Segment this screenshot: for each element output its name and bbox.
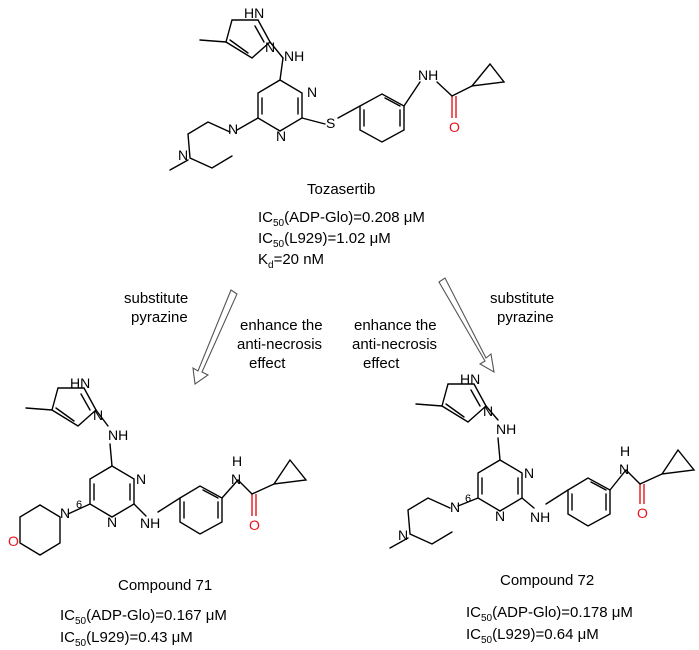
- left-arrow-label-5: effect: [249, 355, 286, 372]
- left-arrow-label-3: enhance the: [240, 317, 323, 334]
- compound71-ic50-l929: IC50(L929)=0.43 μM: [60, 629, 193, 649]
- right-arrow-label-4: substitute: [490, 290, 554, 307]
- compound72-nh-atom: HN: [460, 371, 480, 387]
- tozasertib-ic50-adp: IC50(ADP-Glo)=0.208 μM: [258, 209, 425, 229]
- left-arrow-label-4: anti-necrosis: [237, 336, 322, 353]
- compound71-name: Compound 71: [118, 577, 212, 594]
- tozasertib-structure: [169, 19, 506, 171]
- compound71-nh-mid-atom: NH: [140, 515, 160, 531]
- compound71-structure: [19, 387, 308, 556]
- tozasertib-n2-atom: N: [276, 128, 286, 144]
- right-arrow-label-1: enhance the: [354, 317, 437, 334]
- tozasertib-ic50-l929: IC50(L929)=1.02 μM: [258, 230, 391, 250]
- tozasertib-pip-n1-atom: N: [228, 121, 238, 137]
- left-arrow: [192, 289, 238, 385]
- compound72-amide-n-atom: N: [619, 461, 629, 477]
- compound72-nh-mid-atom: NH: [530, 509, 550, 525]
- compound72-o-atom: O: [637, 505, 648, 521]
- compound71-n2-atom: N: [107, 514, 117, 530]
- compound71-nh-atom: HN: [70, 375, 90, 391]
- compound71-nh-link-atom: NH: [108, 427, 128, 443]
- tozasertib-name: Tozasertib: [307, 181, 375, 198]
- compound72-amide-h-atom: H: [620, 443, 630, 459]
- compound72-ic50-l929: IC50(L929)=0.64 μM: [466, 626, 599, 646]
- compound72-pip-n1-atom: N: [450, 499, 460, 515]
- right-arrow: [438, 277, 495, 374]
- compound71-morph-o-atom: O: [8, 533, 19, 549]
- compound72-n2-atom: N: [495, 508, 505, 524]
- compound71-amide-n-atom: N: [231, 471, 241, 487]
- compound71-n-atom: N: [93, 407, 103, 423]
- compound72-structure: [389, 383, 696, 549]
- compound72-n-atom: N: [483, 403, 493, 419]
- right-arrow-label-5: pyrazine: [497, 309, 554, 326]
- tozasertib-pip-n2-atom: N: [178, 147, 188, 163]
- tozasertib-s-atom: S: [326, 115, 335, 131]
- compound72-ic50-adp: IC50(ADP-Glo)=0.178 μM: [466, 604, 633, 624]
- compound71-ic50-adp: IC50(ADP-Glo)=0.167 μM: [60, 607, 227, 627]
- tozasertib-amide-nh-atom: NH: [418, 67, 438, 83]
- tozasertib-n1-atom: N: [307, 84, 317, 100]
- compound71-amide-h-atom: H: [232, 453, 242, 469]
- tozasertib-kd: Kd=20 nM: [258, 251, 324, 271]
- compound72-pip-n2-atom: N: [398, 527, 408, 543]
- compound72-position-6: 6: [465, 493, 471, 505]
- right-arrow-label-3: effect: [363, 355, 400, 372]
- compound72-nh-link-atom: NH: [496, 421, 516, 437]
- compound71-morph-n-atom: N: [60, 505, 70, 521]
- left-arrow-label-2: pyrazine: [131, 309, 188, 326]
- compound71-o-atom: O: [249, 517, 260, 533]
- tozasertib-nh-link-atom: NH: [284, 48, 304, 64]
- compound72-name: Compound 72: [500, 572, 594, 589]
- left-arrow-label-1: substitute: [124, 290, 188, 307]
- tozasertib-n-atom: N: [265, 39, 275, 55]
- tozasertib-nh-atom: HN: [244, 5, 264, 21]
- compound71-position-6: 6: [76, 499, 82, 511]
- compound71-n1-atom: N: [136, 471, 146, 487]
- compound72-n1-atom: N: [524, 465, 534, 481]
- tozasertib-o-atom: O: [449, 119, 460, 135]
- right-arrow-label-2: anti-necrosis: [352, 336, 437, 353]
